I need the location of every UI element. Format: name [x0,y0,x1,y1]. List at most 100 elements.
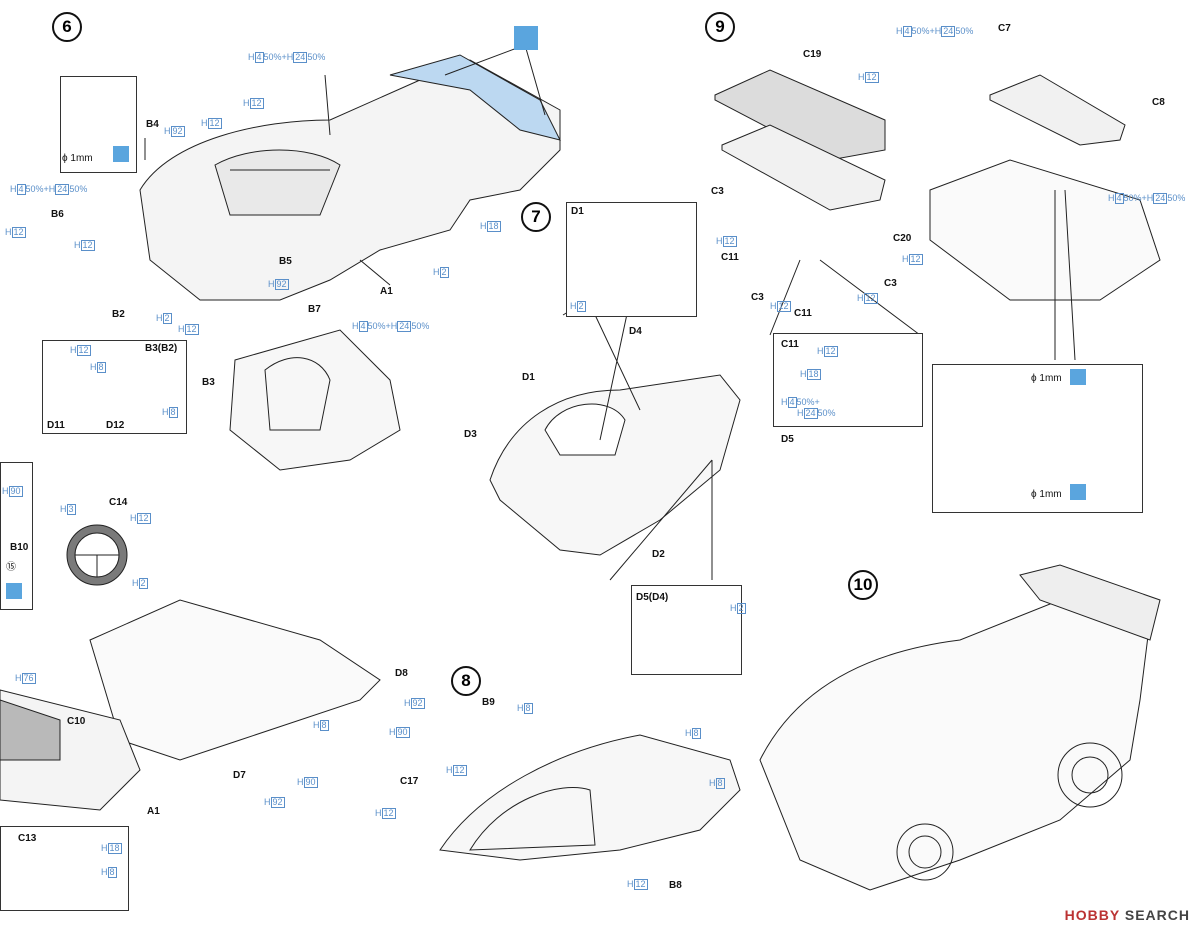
part-label: D5 [781,434,794,445]
part-label: B5 [279,256,292,267]
drill-icon [1070,484,1086,500]
part-label: B4 [146,119,159,130]
part-label: C11 [781,339,799,350]
part-label: D1 [522,372,535,383]
detail-box-b3 [42,340,187,434]
part-label: B8 [669,880,682,891]
part-label: C3 [751,292,764,303]
step-number-7: 7 [521,202,551,232]
drill-size-label: ϕ 1mm [62,153,93,164]
step-number-6: 6 [52,12,82,42]
part-label: C13 [18,833,37,844]
drill-icon [113,146,129,162]
drill-size-label: ϕ 1mm [1031,489,1062,500]
part-label: B7 [308,304,321,315]
part-label: D5(D4) [636,592,669,603]
part-label: D3 [464,429,477,440]
part-label: B9 [482,697,495,708]
part-label: C8 [1152,97,1165,108]
paint-flag-icon [514,26,538,50]
part-label: C3 [711,186,724,197]
step-number-10: 10 [848,570,878,600]
part-label: C14 [109,497,128,508]
part-label: C19 [803,49,822,60]
part-label: D2 [652,549,665,560]
part-label: B3(B2) [145,343,178,354]
part-label: C17 [400,776,419,787]
detail-box-c13 [0,826,129,911]
part-label: D8 [395,668,408,679]
step-number-9: 9 [705,12,735,42]
step-number-8: 8 [451,666,481,696]
star-icon [6,583,22,599]
part-label: A1 [147,806,160,817]
part-label: C11 [794,308,812,319]
part-label: B3 [202,377,215,388]
detail-box-d5 [631,585,742,675]
detail-box-d1 [566,202,697,317]
part-label: D4 [629,326,642,337]
part-label: D7 [233,770,246,781]
part-label: C20 [893,233,912,244]
drill-size-label: ϕ 1mm [1031,373,1062,384]
drill-icon [1070,369,1086,385]
reference-step-15: ⑮ [6,562,16,573]
part-label: C7 [998,23,1011,34]
detail-box-c11 [773,333,923,427]
part-label: B2 [112,309,125,320]
part-label: B10 [10,542,29,553]
detail-box-drill [932,364,1143,513]
watermark: HOBBY SEARCH [1064,907,1190,923]
part-label: C11 [721,252,739,263]
part-label: B6 [51,209,64,220]
part-label: C10 [67,716,86,727]
part-label: D1 [571,206,584,217]
